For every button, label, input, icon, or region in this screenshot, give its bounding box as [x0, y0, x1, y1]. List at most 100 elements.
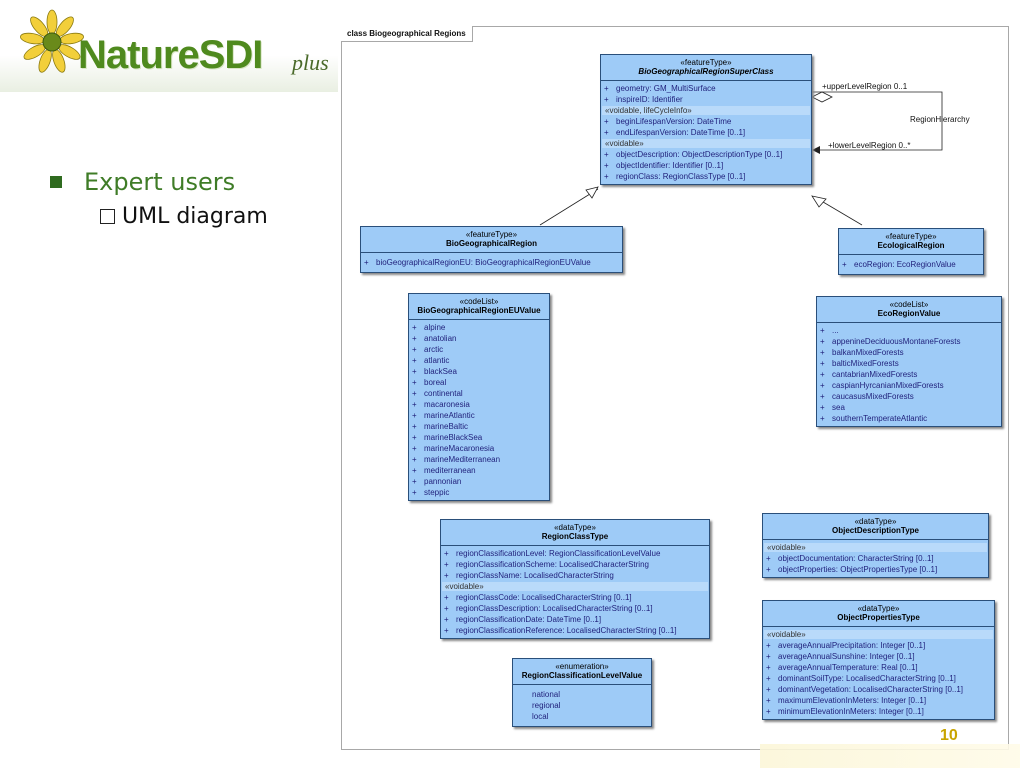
sunflower-icon	[20, 9, 84, 73]
attribute-compartment: «voidable» +averageAnnualPrecipitation: …	[763, 627, 994, 719]
value-row: +marineMacaronesia	[412, 444, 495, 453]
attribute-row: +averageAnnualTemperature: Real [0..1]	[766, 663, 918, 672]
generalization-line-bio	[539, 188, 599, 226]
value-row: +marineMediterranean	[412, 455, 501, 464]
value-row: +marineBaltic	[412, 422, 469, 431]
stereotype-label: «featureType»	[680, 58, 732, 67]
class-biogeographicalregion: «featureType» BioGeographicalRegion +bio…	[360, 226, 623, 273]
bullet-text: UML diagram	[122, 204, 268, 229]
value-row: +marineBlackSea	[412, 433, 483, 442]
datatype-objectdescriptiontype: «dataType» ObjectDescriptionType «voidab…	[762, 513, 989, 578]
value-row: +anatolian	[412, 334, 457, 343]
association-arrow	[812, 146, 820, 154]
association-line-hierarchy	[812, 91, 943, 151]
class-header: «dataType» ObjectPropertiesType	[763, 601, 994, 627]
value-compartment: +alpine +anatolian +arctic +atlantic +bl…	[409, 320, 549, 500]
class-ecologicalregion: «featureType» EcologicalRegion +ecoRegio…	[838, 228, 984, 275]
value-row: +marineAtlantic	[412, 411, 475, 420]
stereotype-label: «codeList»	[459, 297, 499, 306]
attribute-row: +bioGeographicalRegionEU: BioGeographica…	[364, 258, 591, 267]
value-row: +mediterranean	[412, 466, 476, 475]
class-name: BioGeographicalRegionEUValue	[417, 306, 541, 315]
page-number: 10	[940, 727, 958, 744]
class-header: «dataType» RegionClassType	[441, 520, 709, 546]
attribute-row: +regionClass: RegionClassType [0..1]	[604, 172, 746, 181]
class-header: «dataType» ObjectDescriptionType	[763, 514, 988, 540]
logo-wordmark: NatureSDI	[78, 33, 263, 77]
attribute-row: +regionClassName: LocalisedCharacterStri…	[444, 571, 614, 580]
enum-literal: local	[532, 712, 549, 721]
stereotype-label: «dataType»	[857, 604, 900, 613]
attribute-compartment: +regionClassificationLevel: RegionClassi…	[441, 546, 709, 638]
attribute-row: +objectDescription: ObjectDescriptionTyp…	[604, 150, 783, 159]
class-header: «codeList» EcoRegionValue	[817, 297, 1001, 323]
attribute-row: +regionClassificationReference: Localise…	[444, 626, 677, 635]
generalization-arrow-bio	[585, 186, 599, 199]
class-header: «featureType» BioGeographicalRegionSuper…	[601, 55, 811, 81]
footer-watermark	[760, 744, 1020, 768]
attribute-row: +regionClassCode: LocalisedCharacterStri…	[444, 593, 632, 602]
attribute-row: +regionClassificationLevel: RegionClassi…	[444, 549, 661, 558]
value-row: +southernTemperateAtlantic	[820, 414, 928, 423]
stereotype-label: «codeList»	[889, 300, 929, 309]
value-row: +arctic	[412, 345, 444, 354]
diagram-frame-title: class Biogeographical Regions	[341, 26, 473, 42]
datatype-regionclasstype: «dataType» RegionClassType +regionClassi…	[440, 519, 710, 639]
stereotype-group-label: «voidable»	[442, 582, 708, 591]
attribute-row: +geometry: GM_MultiSurface	[604, 84, 716, 93]
aggregation-diamond	[811, 91, 833, 103]
bullet-uml-diagram: UML diagram	[100, 204, 268, 229]
datatype-objectpropertiestype: «dataType» ObjectPropertiesType «voidabl…	[762, 600, 995, 720]
attribute-row: +regionClassDescription: LocalisedCharac…	[444, 604, 653, 613]
stereotype-label: «dataType»	[554, 523, 596, 532]
attribute-compartment: +geometry: GM_MultiSurface +inspireID: I…	[601, 81, 811, 184]
bullet-expert-users: Expert users	[50, 168, 235, 196]
stereotype-group-label: «voidable»	[764, 630, 993, 639]
association-lower-label: +lowerLevelRegion 0..*	[828, 141, 911, 150]
stereotype-group-label: «voidable, lifeCycleInfo»	[602, 106, 810, 115]
value-row: +appenineDeciduousMontaneForests	[820, 337, 961, 346]
square-bullet-icon	[50, 176, 62, 188]
attribute-row: +endLifespanVersion: DateTime [0..1]	[604, 128, 746, 137]
enum-literal: regional	[532, 701, 561, 710]
attribute-row: +inspireID: Identifier	[604, 95, 683, 104]
class-name: BioGeographicalRegionSuperClass	[638, 67, 774, 76]
stereotype-group-label: «voidable»	[602, 139, 810, 148]
attribute-row: +dominantVegetation: LocalisedCharacterS…	[766, 685, 964, 694]
attribute-compartment: «voidable» +objectDocumentation: Charact…	[763, 540, 988, 577]
stereotype-label: «featureType»	[885, 232, 937, 241]
class-name: BioGeographicalRegion	[445, 239, 538, 248]
association-upper-label: +upperLevelRegion 0..1	[822, 82, 908, 91]
logo-plus: plus	[292, 50, 329, 75]
codelist-biogeographicalregioneuvalue: «codeList» BioGeographicalRegionEUValue …	[408, 293, 550, 501]
literal-compartment: national regional local	[513, 685, 651, 726]
class-name: RegionClassificationLevelValue	[521, 671, 643, 680]
value-row: +alpine	[412, 323, 446, 332]
attribute-row: +objectDocumentation: CharacterString [0…	[766, 554, 934, 563]
value-row: +steppic	[412, 488, 450, 497]
value-row: +pannonian	[412, 477, 462, 486]
value-row: +cantabrianMixedForests	[820, 370, 918, 379]
naturesdi-logo: NatureSDI plus	[20, 6, 330, 86]
attribute-row: +beginLifespanVersion: DateTime	[604, 117, 732, 126]
value-row: +caucasusMixedForests	[820, 392, 914, 401]
attribute-compartment: +bioGeographicalRegionEU: BioGeographica…	[361, 253, 622, 272]
value-row: +caspianHyrcanianMixedForests	[820, 381, 944, 390]
class-header: «featureType» EcologicalRegion	[839, 229, 983, 255]
attribute-row: +objectProperties: ObjectPropertiesType …	[766, 565, 938, 574]
stereotype-label: «featureType»	[465, 230, 518, 239]
value-row: +balticMixedForests	[820, 359, 899, 368]
class-name: RegionClassType	[541, 532, 609, 541]
class-header: «featureType» BioGeographicalRegion	[361, 227, 622, 253]
generalization-arrow-eco	[811, 195, 827, 208]
value-row: +sea	[820, 403, 845, 412]
stereotype-group-label: «voidable»	[764, 543, 987, 552]
value-row: +boreal	[412, 378, 447, 387]
attribute-row: +averageAnnualSunshine: Integer [0..1]	[766, 652, 915, 661]
generalization-line-eco	[817, 198, 863, 226]
attribute-row: +maximumElevationInMeters: Integer [0..1…	[766, 696, 927, 705]
value-row: +balkanMixedForests	[820, 348, 904, 357]
class-name: ObjectDescriptionType	[832, 526, 919, 535]
stereotype-label: «enumeration»	[555, 662, 609, 671]
